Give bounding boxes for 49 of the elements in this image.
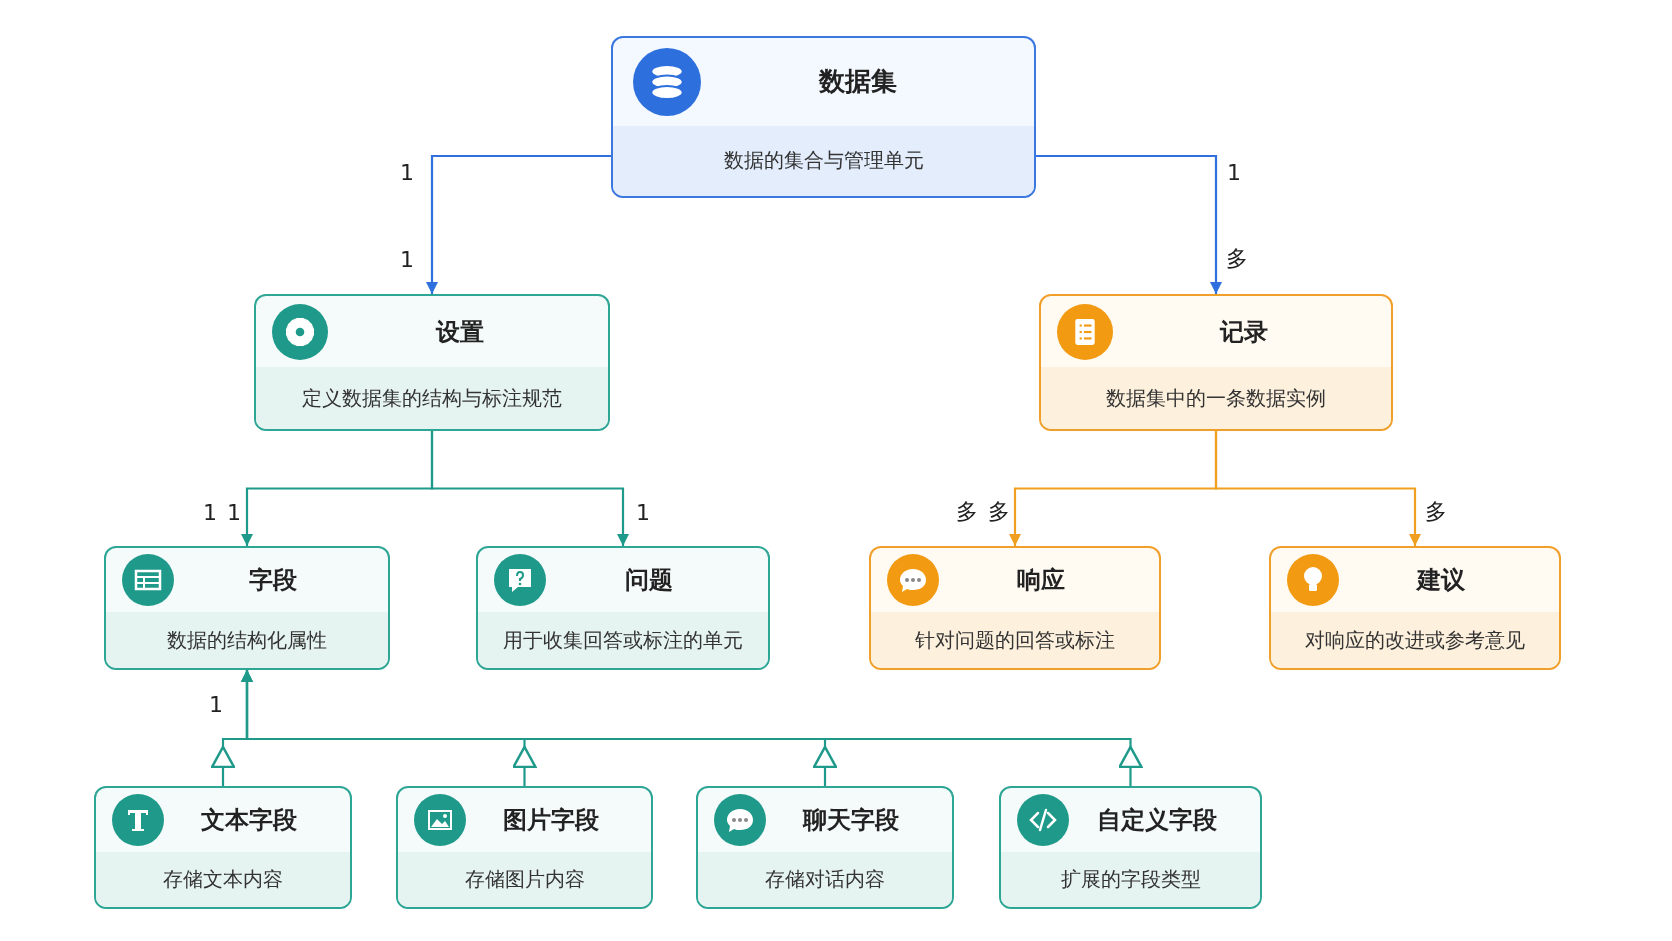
node-title: 字段 xyxy=(248,565,298,597)
node-description: 扩展的字段类型 xyxy=(1060,865,1201,893)
node-description: 存储对话内容 xyxy=(765,865,885,893)
entity-card xyxy=(1039,294,1393,431)
node-title: 图片字段 xyxy=(501,804,600,836)
cardinality-label: 1 xyxy=(400,159,414,185)
cardinality-label: 多 xyxy=(1226,245,1248,273)
node-description: 对响应的改进或参考意见 xyxy=(1305,626,1525,654)
connector-arrow xyxy=(1036,154,1222,294)
entity-card xyxy=(104,546,390,670)
node-title: 文本字段 xyxy=(200,804,298,836)
entity-card xyxy=(869,546,1161,670)
connector-arrow xyxy=(1214,431,1421,546)
node-description: 存储文本内容 xyxy=(163,865,283,893)
node-title: 响应 xyxy=(1016,565,1066,597)
entity-card xyxy=(611,36,1036,198)
node-description: 定义数据集的结构与标注规范 xyxy=(302,384,562,412)
entity-card xyxy=(254,294,610,431)
node-title: 建议 xyxy=(1415,565,1466,597)
node-description: 数据集中的一条数据实例 xyxy=(1106,384,1326,412)
node-description: 数据的集合与管理单元 xyxy=(723,147,924,175)
node-description: 存储图片内容 xyxy=(464,865,585,893)
cardinality-label: 1 xyxy=(203,499,217,525)
cardinality-label: 1 xyxy=(1227,159,1241,185)
cardinality-label: 多 xyxy=(956,498,978,526)
connector-arrow xyxy=(430,431,629,546)
cardinality-label: 1 xyxy=(400,246,414,272)
cardinality-label: 多 xyxy=(988,498,1010,526)
node-title: 设置 xyxy=(434,316,485,348)
node-title: 记录 xyxy=(1218,316,1269,348)
node-title: 数据集 xyxy=(817,65,898,99)
entity-card xyxy=(476,546,770,670)
entity-card xyxy=(396,786,653,909)
cardinality-label: 1 xyxy=(227,499,241,525)
connector-arrow xyxy=(426,154,611,294)
cardinality-label: 多 xyxy=(1425,498,1447,526)
entity-card xyxy=(94,786,352,909)
node-description: 针对问题的回答或标注 xyxy=(915,626,1115,654)
entity-card xyxy=(999,786,1262,909)
node-title: 自定义字段 xyxy=(1095,804,1218,836)
node-title: 问题 xyxy=(624,565,674,597)
entity-card xyxy=(696,786,954,909)
connector-arrow xyxy=(241,670,1143,786)
cardinality-label: 1 xyxy=(636,499,650,525)
node-description: 用于收集回答或标注的单元 xyxy=(503,626,743,654)
node-description: 数据的结构化属性 xyxy=(167,626,327,654)
entity-card xyxy=(1269,546,1561,670)
cardinality-label: 1 xyxy=(209,691,223,717)
node-title: 聊天字段 xyxy=(801,804,900,836)
